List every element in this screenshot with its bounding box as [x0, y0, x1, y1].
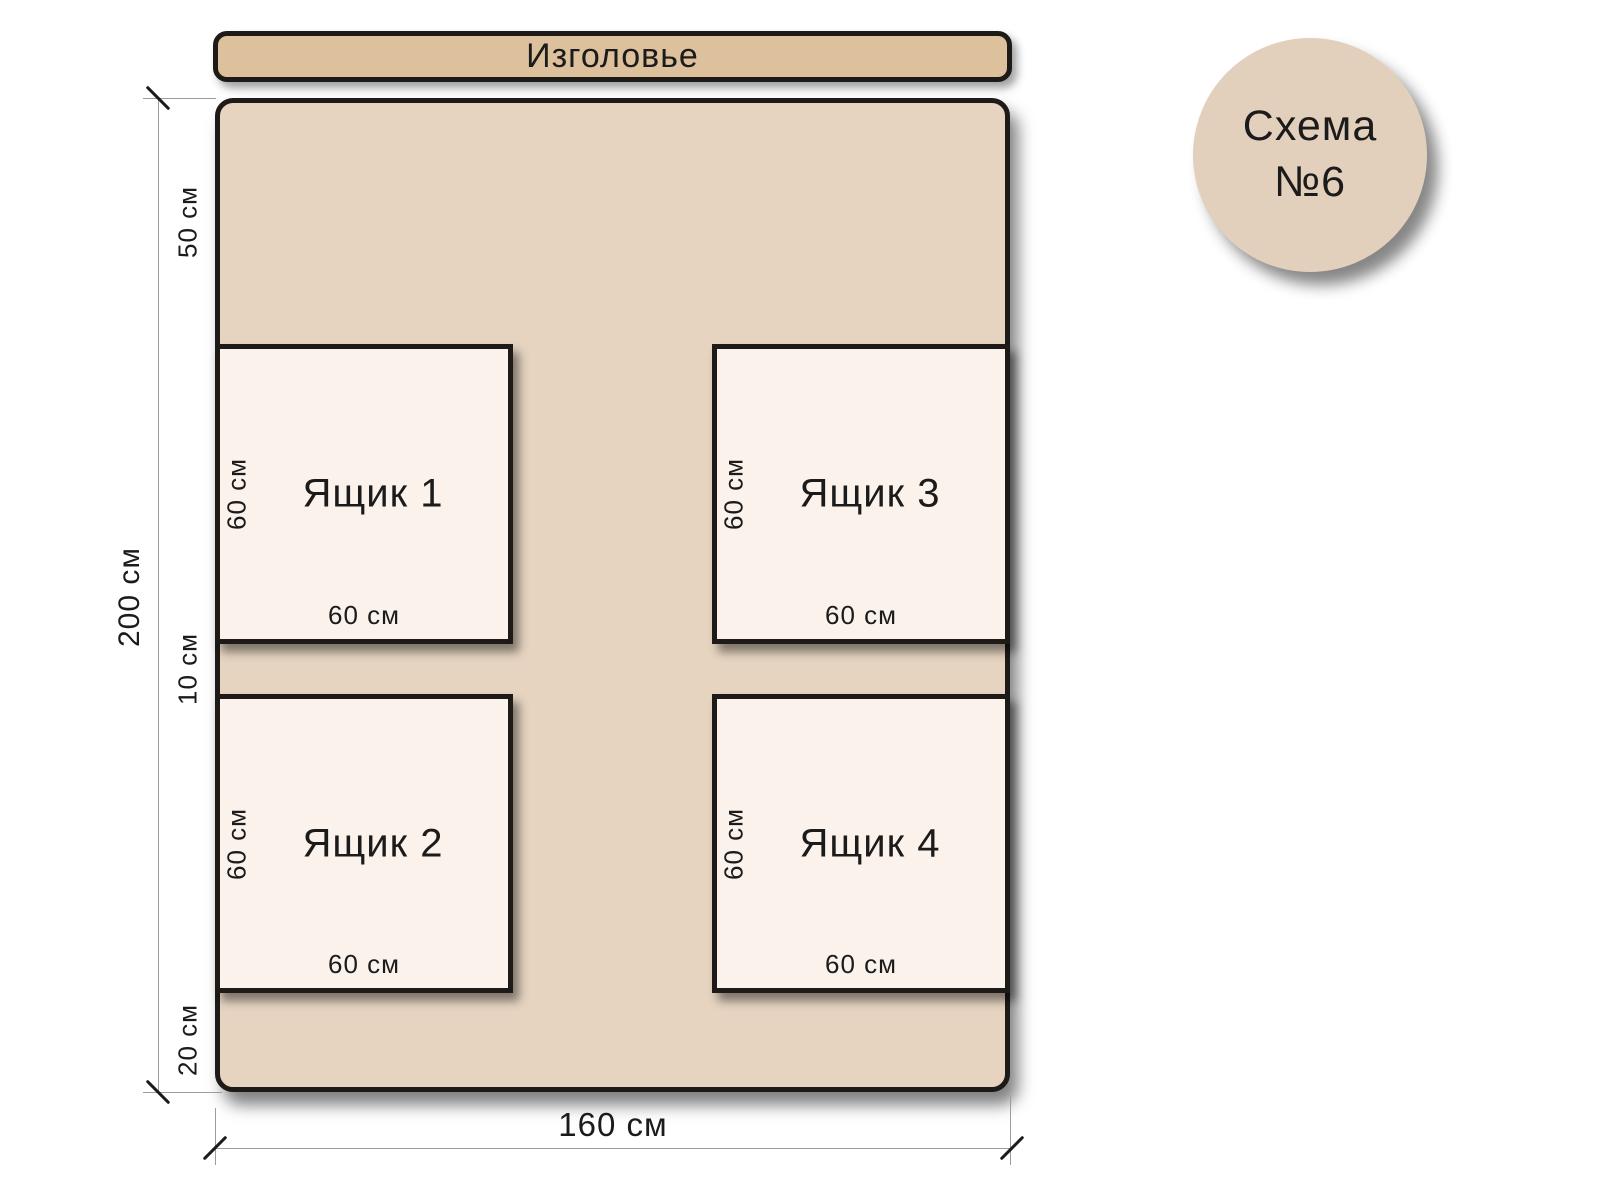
drawer-1-name: Ящик 1 [302, 471, 444, 516]
drawer-3: 60 см Ящик 3 60 см [712, 344, 1010, 644]
badge-title: Схема [1242, 102, 1378, 151]
scheme-number-badge: Схема №6 [1193, 38, 1427, 272]
drawer-2-height-label: 60 см [221, 807, 252, 880]
headboard-label: Изголовье [526, 37, 699, 75]
drawer-4-name: Ящик 4 [799, 821, 941, 865]
headboard: Изголовье [213, 31, 1012, 82]
dimension-label-middle-gap: 10 см [172, 632, 203, 706]
extension-line-bottom-right [1010, 1095, 1011, 1165]
drawer-1-height-label: 60 см [221, 457, 252, 531]
dimension-label-top-offset: 50 см [172, 185, 203, 259]
dimension-line-width [215, 1148, 1012, 1149]
extension-line-bottom-left [215, 1108, 216, 1165]
drawer-4-width-label: 60 см [824, 949, 898, 979]
drawer-4: 60 см Ящик 4 60 см [712, 694, 1010, 993]
dimension-label-total-height: 200 см [113, 546, 146, 648]
drawer-2: 60 см Ящик 2 60 см [215, 694, 513, 993]
drawer-3-height-label: 60 см [718, 457, 749, 531]
drawer-3-width-label: 60 см [824, 600, 898, 630]
extension-line-top [143, 98, 216, 99]
dimension-label-total-width: 160 см [558, 1106, 668, 1143]
drawer-2-name: Ящик 2 [302, 821, 444, 865]
dimension-line-height [158, 98, 159, 1092]
drawer-3-name: Ящик 3 [799, 471, 941, 516]
dimension-label-bottom-offset: 20 см [172, 1003, 203, 1077]
drawer-1-width-label: 60 см [327, 600, 401, 630]
drawer-1: 60 см Ящик 1 60 см [215, 344, 513, 644]
drawer-2-width-label: 60 см [327, 949, 401, 979]
drawer-4-height-label: 60 см [718, 807, 749, 880]
badge-number: №6 [1273, 158, 1347, 206]
extension-line-bottom [143, 1092, 222, 1093]
